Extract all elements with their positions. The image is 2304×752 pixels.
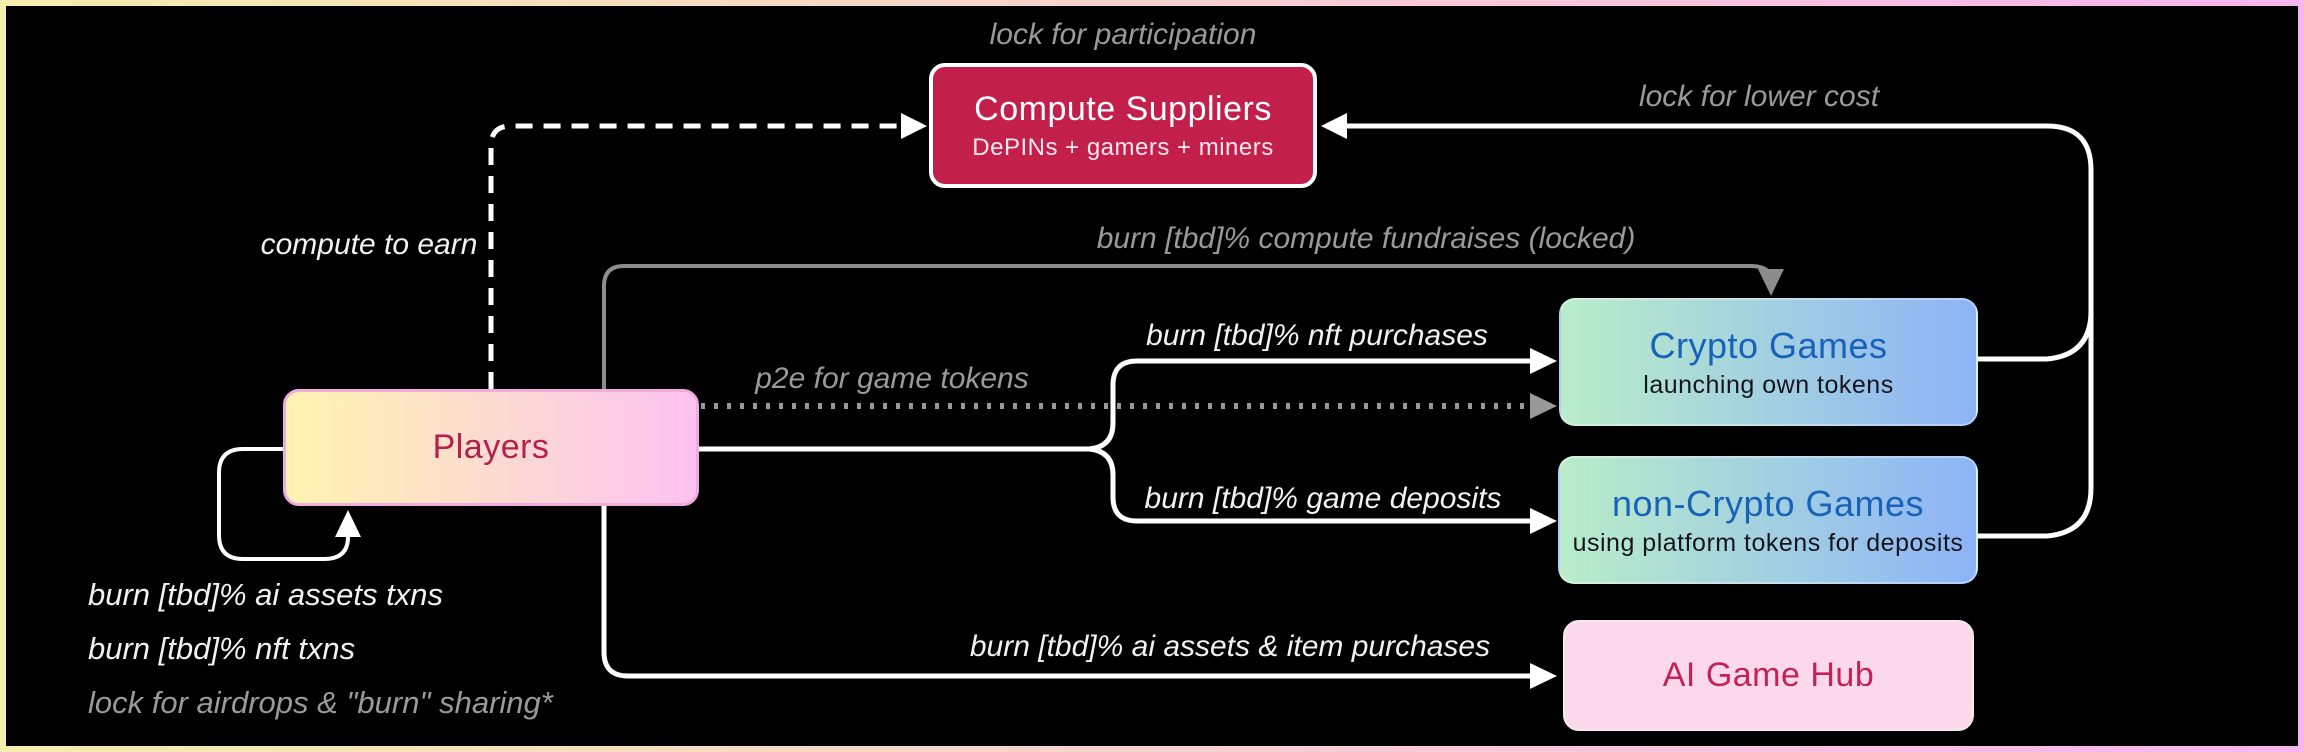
crypto-games-title: Crypto Games <box>1649 324 1888 366</box>
compute-suppliers-title: Compute Suppliers <box>974 90 1272 129</box>
label-burn-compute-fundraises: burn [tbd]% compute fundraises (locked) <box>1096 222 1636 255</box>
arrowhead-ai-hub-icon <box>1530 663 1557 689</box>
flow-wires <box>217 113 2094 689</box>
label-compute-to-earn: compute to earn <box>260 228 478 261</box>
arrowhead-p2e-icon <box>1530 393 1557 419</box>
label-burn-game-deposits: burn [tbd]% game deposits <box>1144 482 1502 515</box>
players-title: Players <box>432 428 550 467</box>
label-burn-nft-purchases: burn [tbd]% nft purchases <box>1146 319 1488 352</box>
edge-game-deposits <box>1088 446 1532 524</box>
arrowhead-into-compute-right-icon <box>1321 113 1347 139</box>
non-crypto-games-title: non-Crypto Games <box>1611 482 1925 524</box>
edge-nft-purchases <box>1088 358 1532 452</box>
node-non-crypto-games: non-Crypto Games using platform tokens f… <box>1558 456 1978 584</box>
label-burn-ai-assets-txns: burn [tbd]% ai assets txns <box>88 577 443 612</box>
label-p2e-for-game-tokens: p2e for game tokens <box>755 362 1029 395</box>
arrowhead-nft-purchases-icon <box>1530 348 1557 374</box>
edge-ai-assets-item-purchases <box>601 506 1532 679</box>
edge-players-self-loop <box>217 447 350 561</box>
arrowhead-self-loop-icon <box>335 510 361 537</box>
label-burn-ai-assets-item-purchases: burn [tbd]% ai assets & item purchases <box>969 630 1491 663</box>
crypto-games-subtitle: launching own tokens <box>1643 370 1894 399</box>
compute-suppliers-subtitle: DePINs + gamers + miners <box>972 133 1274 161</box>
edge-compute-to-earn <box>488 123 901 389</box>
arrowhead-into-compute-left-icon <box>901 113 927 139</box>
node-players: Players <box>283 389 699 506</box>
edge-crypto-games-merge <box>1978 310 2094 362</box>
label-burn-nft-txns: burn [tbd]% nft txns <box>88 631 356 666</box>
ai-game-hub-title: AI Game Hub <box>1662 656 1875 695</box>
arrowhead-game-deposits-icon <box>1530 508 1557 534</box>
label-lock-for-airdrops: lock for airdrops & "burn" sharing* <box>88 685 553 720</box>
label-lock-for-participation: lock for participation <box>989 18 1257 51</box>
arrowhead-fundraises-icon <box>1758 269 1784 296</box>
node-ai-game-hub: AI Game Hub <box>1563 620 1974 731</box>
label-lock-for-lower-cost: lock for lower cost <box>1638 80 1880 113</box>
node-crypto-games: Crypto Games launching own tokens <box>1559 298 1978 426</box>
node-compute-suppliers: Compute Suppliers DePINs + gamers + mine… <box>929 63 1317 188</box>
non-crypto-games-subtitle: using platform tokens for deposits <box>1572 528 1964 557</box>
